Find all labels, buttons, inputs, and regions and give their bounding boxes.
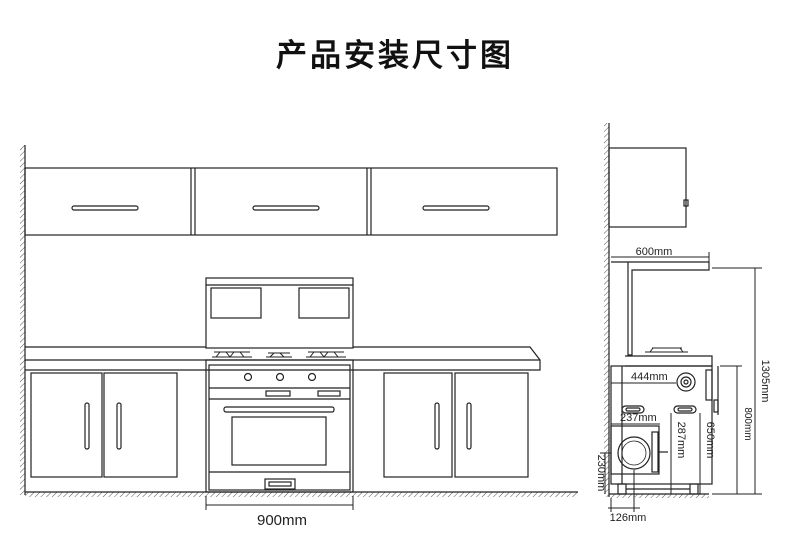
base-cabinets-right [383, 372, 529, 478]
side-upper-cabinet [608, 147, 687, 228]
side-wall-hatch [604, 123, 609, 497]
hood-vent-panel [298, 287, 350, 319]
upper-cabinet-handle [252, 205, 320, 211]
width-dimension [205, 496, 354, 510]
foot [617, 483, 627, 495]
oven-window [231, 416, 327, 466]
side-hood-profile [627, 261, 710, 356]
gas-pipe-depth-label: 237mm [620, 412, 657, 424]
cooktop-burners [212, 351, 346, 358]
pipe-connector [621, 405, 645, 414]
hood-vent-panel [210, 287, 262, 319]
range-hood [205, 277, 354, 349]
page-title: 产品安装尺寸图 [276, 38, 514, 74]
front-floor-hatch [25, 492, 578, 497]
upper-cabinets [24, 167, 558, 236]
vent-offset-label: 126mm [610, 512, 647, 524]
side-view [600, 123, 762, 512]
total-height-label: 1305mm [759, 360, 771, 403]
foot [689, 483, 699, 495]
pipe-connector [673, 405, 697, 414]
depth-label: 600mm [636, 246, 673, 258]
front-wall-hatch [20, 145, 25, 495]
display-panel [317, 390, 341, 397]
width-label: 900mm [257, 512, 307, 529]
side-appliance-body [610, 365, 713, 485]
vent-height-label: 287mm [675, 422, 687, 459]
control-knob [307, 372, 317, 382]
oven-door-handle [223, 406, 335, 413]
countertop [25, 346, 541, 371]
base-cabinets-left [30, 372, 178, 478]
counter-height-label: 800mm [742, 407, 753, 440]
body-height-label: 650mm [704, 422, 716, 459]
exhaust-vent [610, 425, 660, 475]
control-knob [243, 372, 253, 382]
cabinet-depth-label: 444mm [631, 371, 668, 383]
upper-cabinet-handle [71, 205, 139, 211]
upper-cabinet-handle [422, 205, 490, 211]
display-panel [265, 390, 291, 397]
side-burner [645, 347, 688, 353]
side-floor-hatch [609, 494, 709, 498]
front-view [20, 145, 578, 510]
exhaust-vent-ring [617, 436, 651, 470]
appliance-body [205, 359, 354, 493]
vent-floor-height-label: 230mm [595, 455, 607, 492]
drawer-handle [264, 478, 296, 490]
control-knob [275, 372, 285, 382]
gas-inlet [676, 372, 696, 392]
side-countertop [625, 355, 713, 367]
